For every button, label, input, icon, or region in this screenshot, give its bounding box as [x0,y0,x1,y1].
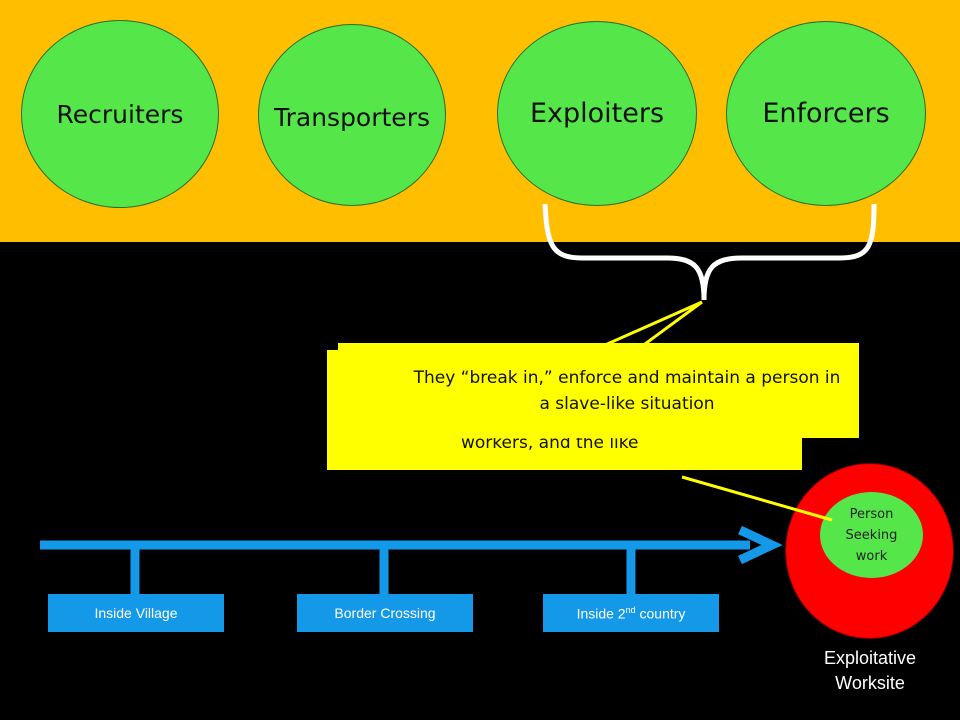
stage-inside-village-label: Inside Village [94,605,178,621]
exploiters-label: Exploiters [529,98,665,129]
group-brace [542,203,877,301]
pointer-to-person [681,475,833,522]
pointer-to-front-callout [629,300,703,357]
stage-border-crossing: Border Crossing [297,594,473,632]
journey-arrow-head [738,525,783,565]
recruiters-label: Recruiters [56,99,184,129]
transporters-label: Transporters [274,102,430,132]
stage-label-base: Inside 2 [576,605,626,622]
enforcers-label: Enforcers [762,98,890,129]
pointer-to-back-callout [559,300,703,367]
enforcers-circle: Enforcers [726,21,926,206]
worksite-label-line-1: Exploitative [823,648,917,668]
stage-inside-second-country-label: Inside 2nd country [577,605,686,622]
exploitative-worksite-label: Exploitative Worksite [790,646,950,696]
recruiters-circle: Recruiters [21,20,219,208]
stage-inside-second-country: Inside 2nd country [543,594,719,632]
stage-label-ordinal: nd [625,604,636,615]
exploiters-circle: Exploiters [497,21,697,206]
stage-inside-village: Inside Village [48,594,224,632]
worksite-label-line-2: Worksite [835,673,905,693]
person-seeking-work-circle: Person Seeking work [820,492,923,578]
person-seeking-work-label: Person Seeking work [845,506,898,564]
stage-border-crossing-label: Border Crossing [334,605,436,621]
callout-front-text: They “break in,” enforce and maintain a … [413,367,841,414]
callout-front: They “break in,” enforce and maintain a … [395,343,859,438]
transporters-circle: Transporters [258,24,446,206]
stage-label-suffix: country [635,605,686,622]
callout-back-fragment-3: workers, and the like [461,433,639,453]
